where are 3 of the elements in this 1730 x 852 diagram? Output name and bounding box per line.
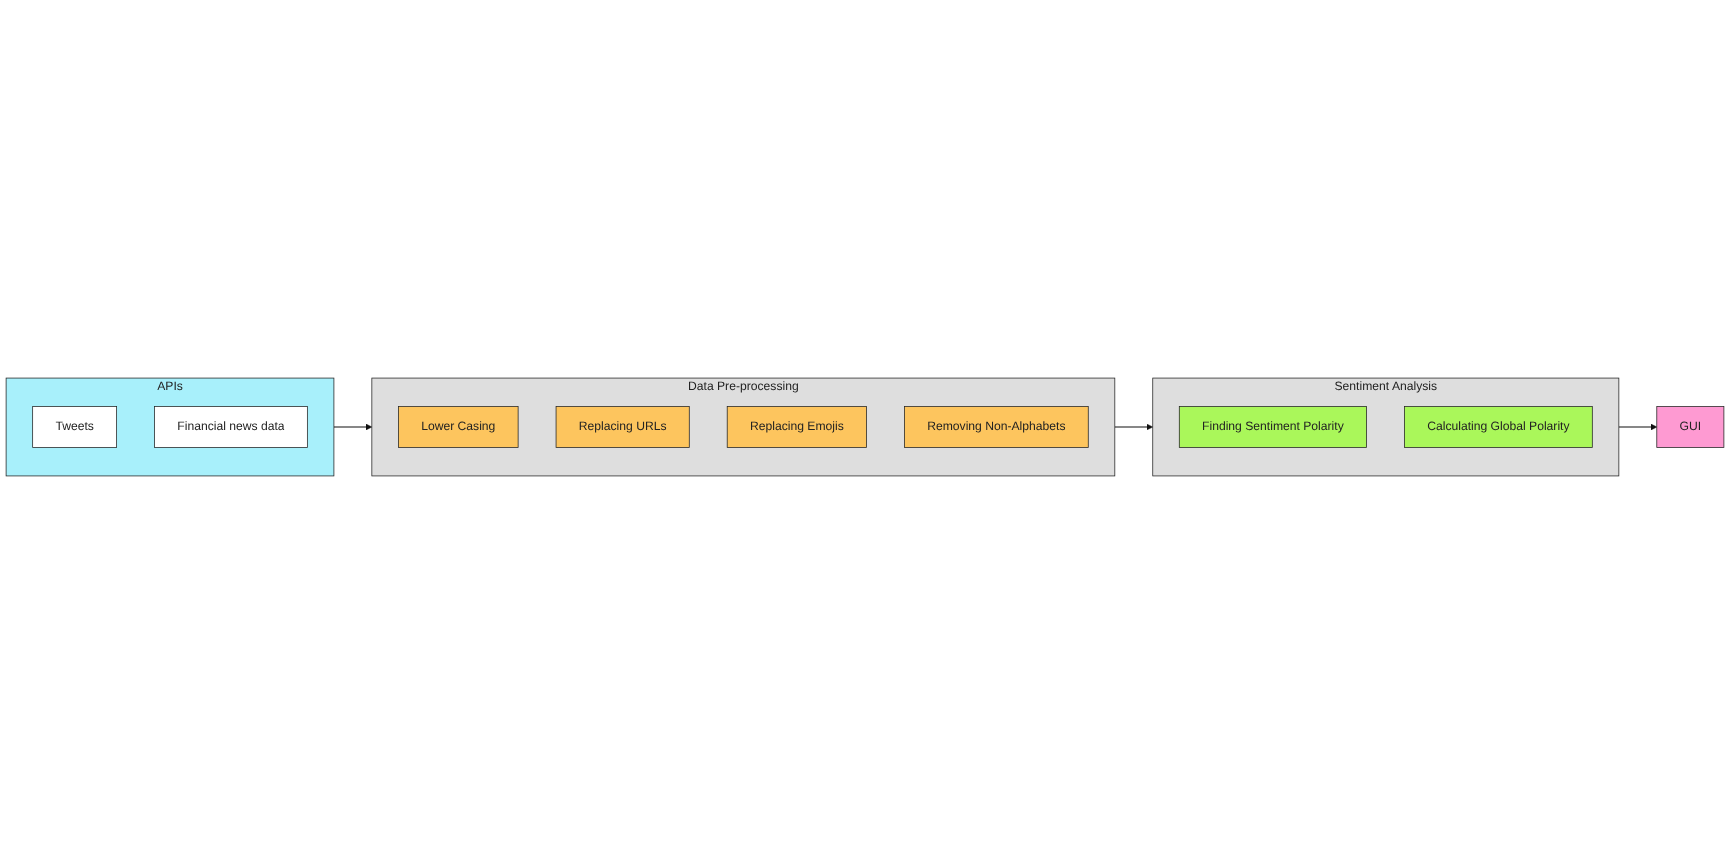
arrow — [1618, 422, 1658, 430]
arrow — [1114, 422, 1154, 430]
arrow — [333, 422, 373, 430]
